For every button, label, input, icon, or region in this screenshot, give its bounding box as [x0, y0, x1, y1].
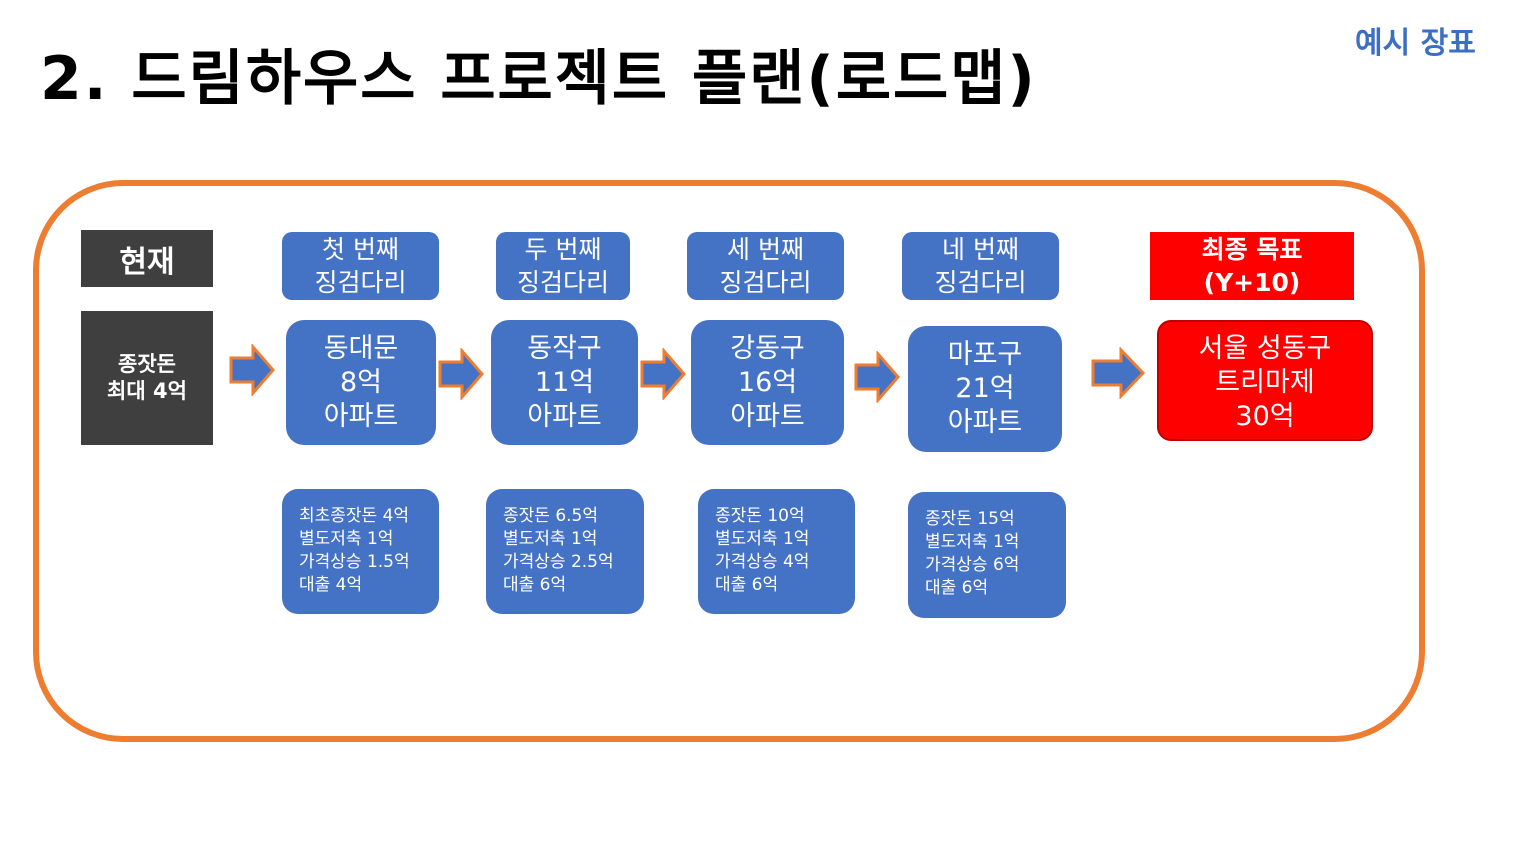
- arrow-right-icon: [229, 344, 275, 396]
- step-2-header: 두 번째 징검다리: [496, 232, 630, 300]
- page-title: 2. 드림하우스 프로젝트 플랜(로드맵): [40, 44, 1037, 114]
- arrow-right-icon: [640, 348, 686, 400]
- current-header: 현재: [81, 230, 213, 287]
- goal-header: 최종 목표 (Y+10): [1150, 232, 1354, 300]
- step-1-header: 첫 번째 징검다리: [282, 232, 439, 300]
- step-1-box: 동대문 8억 아파트: [286, 320, 436, 445]
- step-4-box: 마포구 21억 아파트: [908, 326, 1062, 452]
- goal-box: 서울 성동구 트리마제 30억: [1157, 320, 1373, 441]
- step-2-box: 동작구 11억 아파트: [491, 320, 638, 445]
- step-4-header: 네 번째 징검다리: [902, 232, 1059, 300]
- step-2-notes: 종잣돈 6.5억 별도저축 1억 가격상승 2.5억 대출 6억: [486, 489, 644, 614]
- step-1-notes: 최초종잣돈 4억 별도저축 1억 가격상승 1.5억 대출 4억: [282, 489, 439, 614]
- current-box: 종잣돈 최대 4억: [81, 311, 213, 445]
- step-3-header: 세 번째 징검다리: [687, 232, 844, 300]
- arrow-right-icon: [854, 351, 900, 403]
- step-4-notes: 종잣돈 15억 별도저축 1억 가격상승 6억 대출 6억: [908, 492, 1066, 618]
- sample-tag: 예시 장표: [1355, 26, 1476, 61]
- arrow-right-icon: [1091, 347, 1146, 399]
- arrow-right-icon: [438, 348, 484, 400]
- step-3-notes: 종잣돈 10억 별도저축 1억 가격상승 4억 대출 6억: [698, 489, 855, 614]
- roadmap-frame: [33, 180, 1425, 742]
- step-3-box: 강동구 16억 아파트: [691, 320, 844, 445]
